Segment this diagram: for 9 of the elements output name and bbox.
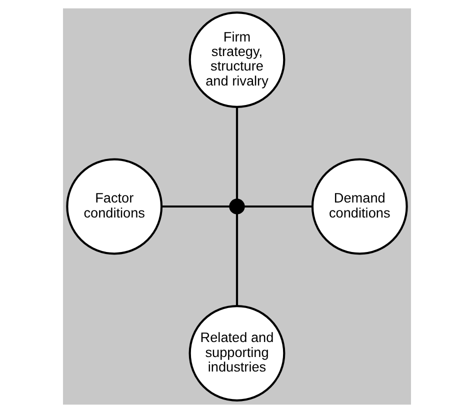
- node-circle: Related and supporting industries: [188, 305, 286, 402]
- connector: [162, 205, 230, 208]
- connector: [236, 106, 238, 200]
- connector: [244, 205, 312, 208]
- node-circle: Demand conditions: [311, 158, 408, 255]
- connector: [236, 213, 238, 306]
- node-circle: Firm strategy, structure and rivalry: [188, 12, 286, 108]
- node-circle: [229, 198, 245, 214]
- node-circle: Factor conditions: [66, 158, 163, 255]
